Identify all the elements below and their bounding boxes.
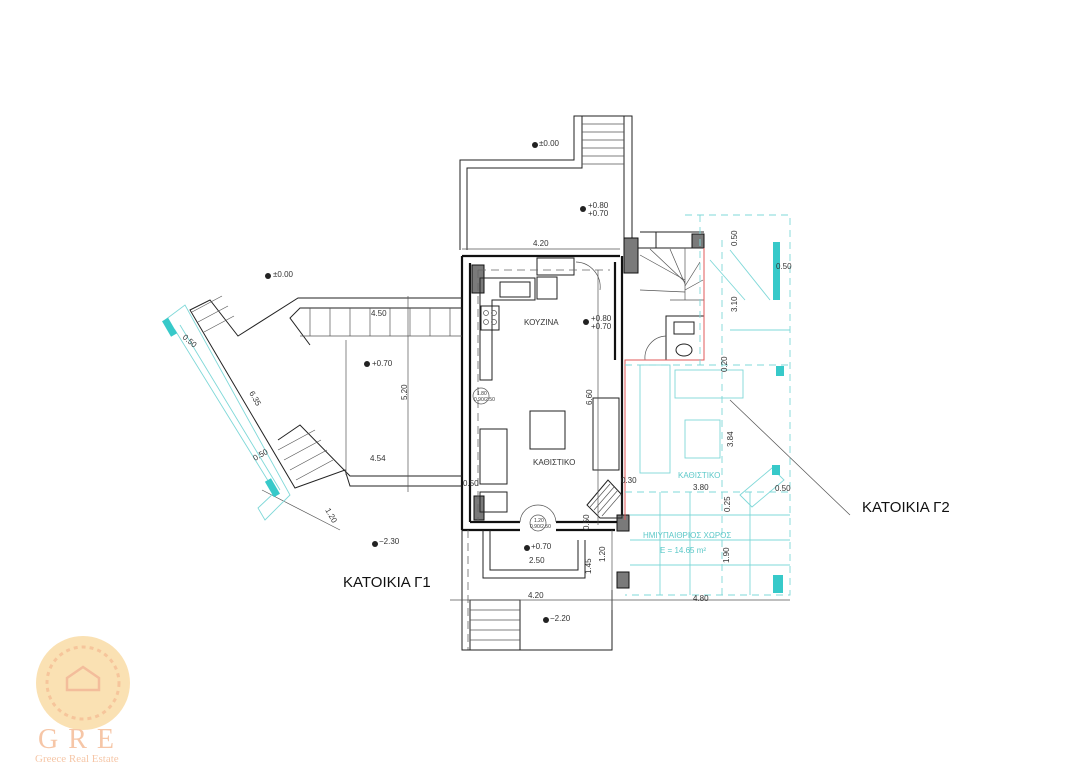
dimension: 1.20 bbox=[598, 546, 607, 562]
gre-logo: GRE Greece Real Estate bbox=[35, 636, 130, 765]
level-label: ±0.00 bbox=[539, 139, 560, 148]
dimension: 5.20 bbox=[400, 384, 409, 400]
logo-name: Greece Real Estate bbox=[35, 753, 119, 765]
dimension: 3.80 bbox=[693, 483, 709, 492]
dimension: 0.50 bbox=[463, 479, 479, 488]
area-label: E = 14.65 m² bbox=[660, 546, 706, 555]
dimension: 0.50 bbox=[252, 447, 270, 463]
unit-label-g2: ΚΑΤΟΙΚΙΑ Γ2 bbox=[862, 499, 950, 516]
door-label: 1.20 bbox=[534, 518, 544, 524]
dimension: 0.50 bbox=[582, 514, 591, 530]
level-label: +0.70 bbox=[531, 542, 552, 551]
door-label: 0.90/2.50 bbox=[474, 397, 495, 403]
left-terrace bbox=[162, 295, 851, 531]
level-label: +0.70 bbox=[591, 322, 612, 331]
house-g2 bbox=[625, 214, 791, 600]
level-label: −2.30 bbox=[379, 537, 400, 546]
logo-letters: GRE bbox=[38, 724, 124, 755]
dimension: 4.50 bbox=[371, 309, 387, 318]
door-label: 1.80 bbox=[477, 391, 487, 397]
dimension: 0.50 bbox=[776, 262, 792, 271]
dimension: 3.10 bbox=[730, 296, 739, 312]
dimension: 4.80 bbox=[693, 594, 709, 603]
level-label: +0.70 bbox=[588, 209, 609, 218]
dimension: 1.20 bbox=[323, 507, 339, 525]
level-label: +0.80 bbox=[591, 314, 612, 323]
dimension: 0.50 bbox=[775, 484, 791, 493]
dimension: 0.50 bbox=[730, 230, 739, 246]
dimension: 4.54 bbox=[370, 454, 386, 463]
level-markers bbox=[265, 142, 589, 623]
dimension: 0.20 bbox=[720, 356, 729, 372]
door-label: 0.90/2.50 bbox=[530, 524, 551, 530]
room-label-semi-outdoor: ΗΜΙΥΠΑΙΘΡΙΟΣ ΧΩΡΟΣ bbox=[643, 531, 731, 540]
dimension: 0.25 bbox=[723, 496, 732, 512]
room-label-kitchen: ΚΟΥΖΙΝΑ bbox=[524, 318, 559, 327]
room-label-living-g2: ΚΑΘΙΣΤΙΚΟ bbox=[678, 471, 720, 480]
dimension: 0.50 bbox=[181, 333, 199, 350]
dimension: 1.90 bbox=[722, 547, 731, 563]
top-stair bbox=[582, 123, 624, 165]
unit-label-g1: ΚΑΤΟΙΚΙΑ Γ1 bbox=[343, 574, 431, 591]
dimension: 6.60 bbox=[585, 389, 594, 405]
level-label: −2.20 bbox=[550, 614, 571, 623]
dimension: 4.20 bbox=[533, 239, 549, 248]
entrance-terrace bbox=[450, 530, 790, 651]
dimension: 3.84 bbox=[726, 431, 735, 447]
dimension: 2.50 bbox=[529, 556, 545, 565]
room-label-living: ΚΑΘΙΣΤΙΚΟ bbox=[533, 458, 575, 467]
house-g1 bbox=[460, 233, 705, 650]
dimension: 1.45 bbox=[584, 558, 593, 574]
dimension: 0.30 bbox=[621, 476, 637, 485]
level-label: +0.80 bbox=[588, 201, 609, 210]
level-label: ±0.00 bbox=[273, 270, 294, 279]
level-label: +0.70 bbox=[372, 359, 393, 368]
stair-core bbox=[624, 231, 705, 520]
dimension: 4.20 bbox=[528, 591, 544, 600]
dimension: 6.35 bbox=[247, 390, 263, 408]
top-terrace bbox=[459, 115, 633, 250]
